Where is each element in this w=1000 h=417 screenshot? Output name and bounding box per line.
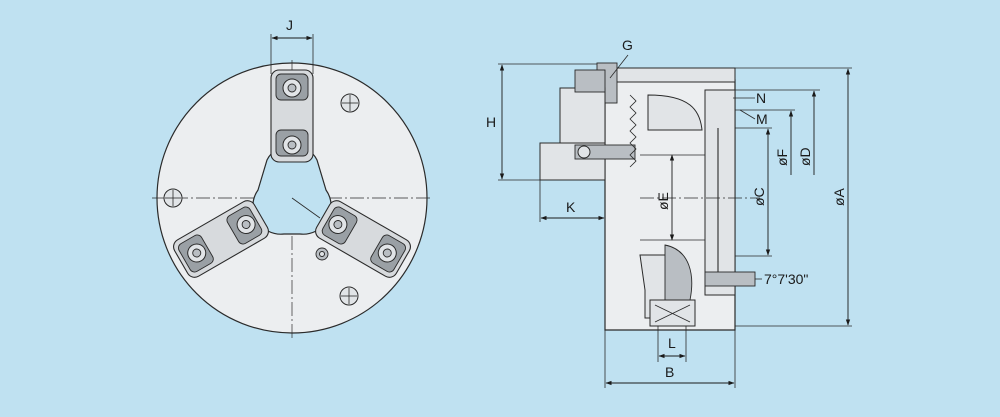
pin-hole (315, 247, 329, 261)
jaw-screw (574, 144, 636, 160)
jaw-top (270, 69, 314, 163)
bottom-block (649, 299, 696, 327)
dim-a: øA (735, 67, 852, 327)
pinion-top (647, 94, 703, 131)
dim-j: J (270, 17, 314, 74)
label-d: øD (797, 147, 813, 166)
leader-g (609, 54, 629, 79)
label-h: H (486, 114, 496, 130)
scroll-teeth-top (629, 94, 637, 168)
leader-m (739, 109, 756, 120)
jaw-lower-left (173, 200, 269, 278)
back-plate-band (604, 67, 736, 83)
label-n: N (756, 90, 766, 106)
jaw-top-block (574, 69, 606, 93)
label-j: J (286, 17, 293, 33)
label-b: B (665, 364, 674, 380)
dim-l: L (657, 326, 687, 362)
dim-f: øF (735, 109, 795, 175)
front-view: J (152, 17, 432, 338)
socket-left (163, 188, 183, 208)
dim-h: H (486, 63, 597, 181)
label-a: øA (831, 187, 847, 206)
dim-c: øC (735, 127, 772, 257)
dim-e: øE (655, 154, 675, 241)
rear-flange (704, 89, 736, 296)
label-k: K (566, 199, 576, 215)
jaw-step-upper (559, 87, 606, 144)
label-e: øE (655, 192, 671, 210)
bottom-bolt (704, 271, 756, 287)
label-angle: 7°7'30" (764, 271, 808, 287)
socket-upper-right (340, 93, 360, 113)
socket-lower-right (339, 286, 359, 306)
label-f: øF (774, 149, 790, 166)
label-c: øC (751, 187, 767, 206)
jaw-lower-right (315, 200, 411, 278)
label-g: G (622, 37, 633, 53)
dim-k: K (539, 180, 606, 222)
dim-b: B (604, 330, 736, 388)
dim-d: øD (735, 89, 820, 175)
label-m: M (756, 111, 768, 127)
side-view: G H K øE N M øC (486, 37, 852, 388)
radial-line (291, 197, 321, 219)
label-l: L (668, 335, 676, 351)
